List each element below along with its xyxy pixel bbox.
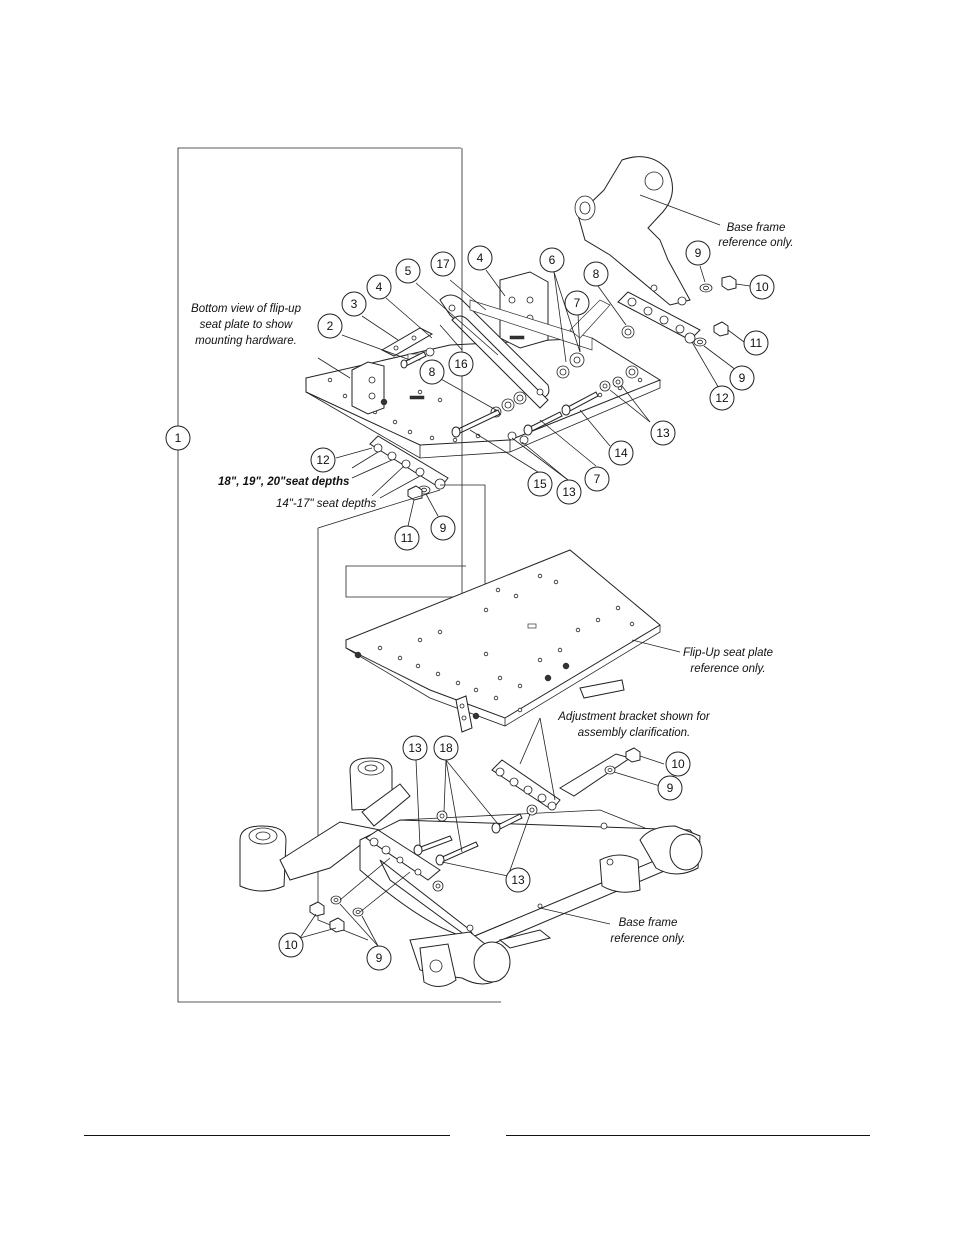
callout-9-left: 9 <box>430 515 456 541</box>
svg-text:13: 13 <box>656 426 670 440</box>
callout-1: 1 <box>165 425 191 451</box>
lower-hardware <box>309 804 538 933</box>
svg-text:17: 17 <box>436 257 450 271</box>
callout-10-top: 10 <box>749 274 775 300</box>
svg-text:9: 9 <box>376 951 383 965</box>
svg-text:3: 3 <box>351 297 358 311</box>
assembly-bracket-frame <box>177 147 501 1003</box>
svg-text:7: 7 <box>574 296 581 310</box>
callout-13-right: 13 <box>650 420 676 446</box>
note-flipup-plate-line1: Flip-Up seat plate <box>683 647 773 659</box>
svg-text:13: 13 <box>562 485 576 499</box>
svg-text:9: 9 <box>739 371 746 385</box>
svg-text:9: 9 <box>440 521 447 535</box>
callout-8-top: 8 <box>583 261 609 287</box>
callout-6: 6 <box>539 247 565 273</box>
callout-balloons: 1 2 3 4 4 5 17 6 8 7 9 10 11 9 12 16 8 1… <box>165 240 775 971</box>
svg-text:8: 8 <box>429 365 436 379</box>
callout-9-top: 9 <box>685 240 711 266</box>
svg-text:2: 2 <box>327 319 334 333</box>
svg-text:10: 10 <box>671 757 685 771</box>
note-bottom-view-line2: seat plate to show <box>200 319 293 331</box>
svg-text:1: 1 <box>175 431 182 445</box>
callout-13-lower-left: 13 <box>402 735 428 761</box>
annotation-notes: Base frame reference only. Bottom view o… <box>191 222 794 945</box>
svg-text:13: 13 <box>511 873 525 887</box>
callout-3: 3 <box>341 291 367 317</box>
svg-text:16: 16 <box>454 357 468 371</box>
callout-10-lower-right: 10 <box>665 751 691 777</box>
callout-17: 17 <box>430 251 456 277</box>
callout-13-middle: 13 <box>556 479 582 505</box>
leader-lines <box>299 265 751 947</box>
callout-11-right: 11 <box>743 330 769 356</box>
flipup-seat-plate <box>345 549 681 733</box>
callout-13-lower-right: 13 <box>505 867 531 893</box>
callout-10-lower-left: 10 <box>278 932 304 958</box>
callout-14: 14 <box>608 440 634 466</box>
svg-text:9: 9 <box>695 246 702 260</box>
callout-11-left: 11 <box>394 525 420 551</box>
callout-7-bottom: 7 <box>584 466 610 492</box>
callout-16: 16 <box>448 351 474 377</box>
note-base-frame-top-line1: Base frame <box>727 222 786 234</box>
callout-9-lower-right: 9 <box>657 775 683 801</box>
callout-4a: 4 <box>366 274 392 300</box>
note-seat-depths-small: 14"-17" seat depths <box>276 498 376 510</box>
svg-text:10: 10 <box>284 938 298 952</box>
callout-9-right: 9 <box>729 365 755 391</box>
svg-text:11: 11 <box>401 531 414 545</box>
svg-text:12: 12 <box>316 453 330 467</box>
callout-18: 18 <box>433 735 459 761</box>
note-bottom-view-line3: mounting hardware. <box>195 335 297 347</box>
note-base-frame-top-line2: reference only. <box>718 237 793 249</box>
svg-text:4: 4 <box>376 280 383 294</box>
callout-15: 15 <box>527 471 553 497</box>
note-base-frame-bottom-line1: Base frame <box>619 917 678 929</box>
lower-adjustment-bracket <box>491 717 641 811</box>
svg-text:8: 8 <box>593 267 600 281</box>
callout-8-mid: 8 <box>419 359 445 385</box>
footer-rule-left <box>84 1135 450 1136</box>
svg-text:14: 14 <box>614 446 628 460</box>
svg-text:4: 4 <box>477 251 484 265</box>
upper-hardware <box>400 275 737 445</box>
svg-text:13: 13 <box>408 741 422 755</box>
svg-text:18: 18 <box>439 741 453 755</box>
note-base-frame-bottom-line2: reference only. <box>610 933 685 945</box>
callout-4b: 4 <box>467 245 493 271</box>
base-frame-upper-part <box>574 156 721 306</box>
svg-text:11: 11 <box>750 336 763 350</box>
svg-text:15: 15 <box>533 477 547 491</box>
note-seat-depths-large: 18", 19", 20"seat depths <box>218 476 349 488</box>
svg-text:5: 5 <box>405 264 412 278</box>
note-adjustment-bracket-line1: Adjustment bracket shown for <box>557 711 711 723</box>
callout-12-left: 12 <box>310 447 336 473</box>
callout-2: 2 <box>317 313 343 339</box>
base-frame-lower <box>239 757 703 987</box>
svg-text:10: 10 <box>755 280 769 294</box>
callout-7-top: 7 <box>564 290 590 316</box>
note-bottom-view-line1: Bottom view of flip-up <box>191 303 302 315</box>
callout-9-lower-left: 9 <box>366 945 392 971</box>
svg-text:6: 6 <box>549 253 556 267</box>
svg-text:12: 12 <box>715 391 729 405</box>
seat-depth-adjustment-bracket <box>369 435 449 501</box>
svg-text:9: 9 <box>667 781 674 795</box>
note-adjustment-bracket-line2: assembly clarification. <box>578 727 690 739</box>
footer-rule-right <box>506 1135 870 1136</box>
callout-12-right: 12 <box>709 385 735 411</box>
note-flipup-plate-line2: reference only. <box>690 663 765 675</box>
callout-5: 5 <box>395 258 421 284</box>
svg-text:7: 7 <box>594 472 601 486</box>
